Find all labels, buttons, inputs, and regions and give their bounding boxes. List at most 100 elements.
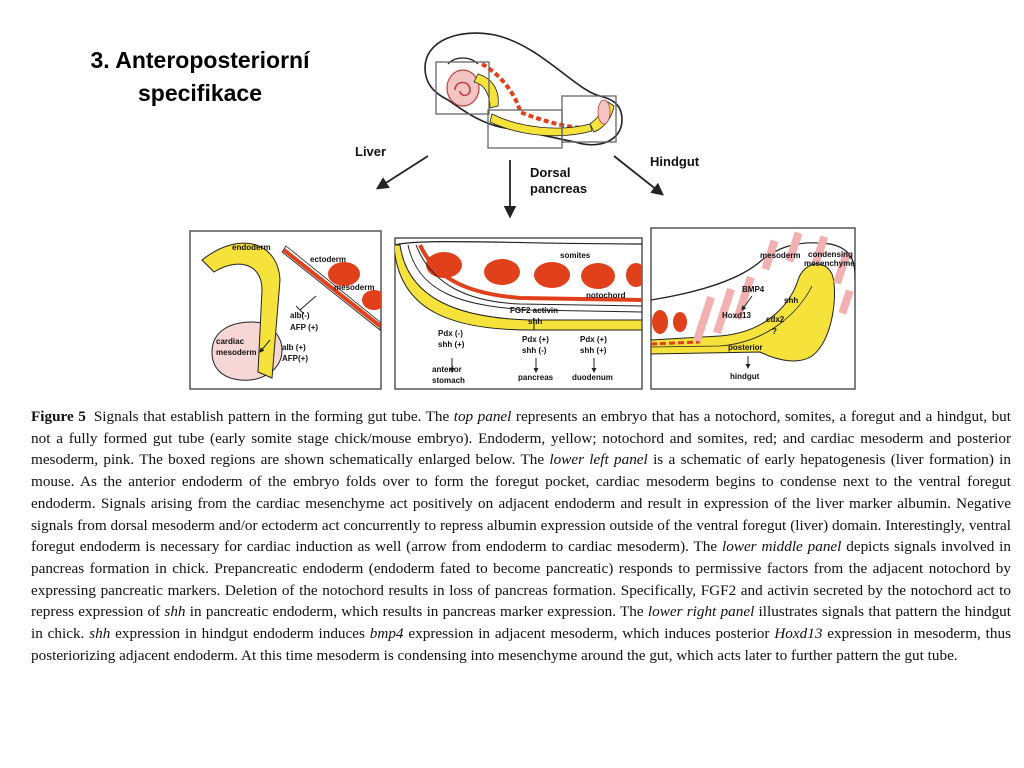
- label-bmp4: BMP4: [742, 285, 765, 294]
- caption-text-6: illustrates signals that pattern the hin…: [31, 603, 1011, 643]
- gut-patterning-figure: Liver Dorsal pancreas Hindgut endoderm e…: [189, 32, 856, 390]
- somite-left-1: [328, 262, 360, 286]
- label-right-mesoderm: mesoderm: [760, 251, 800, 260]
- caption-text-9: expression in mesoderm, thus posterioriz…: [31, 625, 1012, 664]
- endoderm-to-cardiac-arrow: [259, 339, 271, 353]
- mesenchyme-stripe-4: [761, 239, 779, 271]
- foregut-endoderm: [473, 73, 499, 109]
- pancreas-arrow-label-2: pancreas: [530, 181, 587, 196]
- label-col3-out: duodenum: [572, 373, 613, 382]
- hindgut-inner-line: [651, 285, 813, 348]
- caption-italic-3: lower middle panel: [722, 538, 842, 556]
- label-col3-shh: shh (+): [580, 346, 607, 355]
- caption-text-5: in pancreatic endoderm, which results in…: [185, 603, 648, 621]
- hindgut-endoderm-tube: [651, 263, 835, 362]
- right-outline: [651, 242, 855, 301]
- label-afp-pos-1: AFP (+): [290, 323, 318, 332]
- mesenchyme-stripe-8: [838, 289, 854, 315]
- caption-italic-5: lower right panel: [647, 603, 755, 621]
- mesenchyme-stripe-7: [833, 251, 851, 285]
- mesenchyme-stripe-3: [733, 275, 755, 321]
- cardiac-spiral: [454, 81, 471, 97]
- label-alb-neg: alb(-): [290, 311, 310, 320]
- hindgut-arrow: [613, 155, 664, 196]
- endoderm-mid: [395, 244, 642, 331]
- label-posterior: posterior: [728, 343, 763, 352]
- label-hoxd13: Hoxd13: [722, 311, 751, 320]
- embryo-head-fold: [447, 57, 479, 65]
- pancreas-panel: somites notochord FGF2 activin shh Pdx (…: [394, 237, 643, 390]
- label-col1-out1: anterior: [432, 365, 462, 374]
- repress-bar-1: [299, 295, 317, 311]
- caption-italic-8: Hoxd13: [774, 625, 823, 643]
- caption-text-8: expression in adjacent mesoderm, which i…: [403, 625, 775, 643]
- somite-mid-4: [581, 263, 615, 289]
- mesenchyme-stripe-1: [693, 295, 715, 343]
- caption-italic-4: shh: [164, 603, 186, 621]
- slide-title-line1: 3. Anteroposteriorní: [90, 47, 310, 73]
- caption-text-2: represents an embryo that has a notochor…: [31, 408, 1011, 469]
- label-col2-out: pancreas: [518, 373, 554, 382]
- embryo-outline: [424, 32, 623, 146]
- mesoderm-band: [282, 248, 381, 328]
- label-cardiac: cardiac: [216, 337, 245, 346]
- label-condensing: condensing: [808, 250, 853, 259]
- figure-caption: Figure 5 Signals that establish pattern i…: [31, 406, 1011, 666]
- midgut-endoderm: [489, 113, 593, 137]
- label-somites: somites: [560, 251, 591, 260]
- label-mesoderm: mesoderm: [334, 283, 374, 292]
- somite-mid-3: [534, 262, 570, 288]
- label-question: ?: [772, 327, 777, 336]
- liver-arrow: [375, 155, 429, 190]
- mesenchyme-stripe-2: [713, 287, 735, 335]
- label-col1-out2: stomach: [432, 376, 465, 385]
- mesenchyme-stripe-5: [785, 231, 803, 263]
- caption-italic-1: top panel: [453, 408, 512, 425]
- label-notochord: notochord: [586, 291, 626, 300]
- label-ectoderm: ectoderm: [310, 255, 346, 264]
- notochord-mid: [418, 244, 642, 302]
- top-embryo: [424, 32, 623, 149]
- hindgut-panel: mesoderm condensing mesenchyme BMP4 shh …: [650, 227, 856, 390]
- bmp4-to-hoxd13: [741, 295, 753, 311]
- box-liver: [435, 61, 490, 115]
- somite-mid-2: [484, 259, 520, 285]
- caption-text-7: expression in hindgut endoderm induces: [110, 625, 370, 643]
- label-endoderm: endoderm: [232, 243, 271, 252]
- notochord-mid-outline: [415, 244, 642, 307]
- label-fgf2-activin: FGF2 activin: [510, 306, 558, 315]
- box-hindgut: [561, 95, 617, 143]
- label-col1-pdx: Pdx (-): [438, 329, 463, 338]
- caption-text-1: Signals that establish pattern in the fo…: [93, 408, 454, 425]
- label-col3-pdx: Pdx (+): [580, 335, 607, 344]
- somite-right-1: [652, 310, 668, 334]
- label-afp-pos-2: AFP(+): [282, 354, 308, 363]
- foregut-endoderm-curve: [201, 242, 281, 379]
- caption-italic-6: shh: [89, 625, 111, 643]
- panel-arrows: Liver Dorsal pancreas Hindgut: [355, 144, 700, 219]
- somite-mid-5: [626, 263, 642, 287]
- somite-mid-1: [426, 252, 462, 278]
- label-cdx2: cdx2: [766, 315, 785, 324]
- caption-text-3: is a schematic of early hepatogenesis (l…: [31, 451, 1011, 556]
- caption-italic-7: bmp4: [369, 625, 404, 643]
- label-mesenchyme: mesenchyme: [804, 259, 855, 268]
- label-right-hindgut: hindgut: [730, 372, 760, 381]
- caption-italic-2: lower left panel: [549, 451, 648, 469]
- label-cardiac-mesoderm: mesoderm: [216, 348, 256, 357]
- somite-left-2: [362, 290, 381, 310]
- repress-bar-2: [295, 305, 305, 315]
- liver-arrow-label: Liver: [355, 144, 386, 159]
- figure-label: Figure 5: [31, 408, 86, 425]
- middle-outline-arc: [395, 241, 642, 246]
- label-right-shh: shh: [784, 296, 798, 305]
- notochord-right: [651, 340, 701, 346]
- liver-panel: endoderm ectoderm mesoderm alb(-) AFP (+…: [189, 230, 382, 390]
- slide-title-line2: specifikace: [137, 80, 263, 106]
- cardiac-region: [446, 69, 480, 107]
- caption-text-4: depicts signals involved in pancreas for…: [31, 538, 1011, 621]
- mesenchyme-stripe-6: [811, 235, 829, 265]
- label-col2-shh: shh (-): [522, 346, 547, 355]
- label-col1-shh: shh (+): [438, 340, 465, 349]
- mid-inner-line: [407, 244, 642, 313]
